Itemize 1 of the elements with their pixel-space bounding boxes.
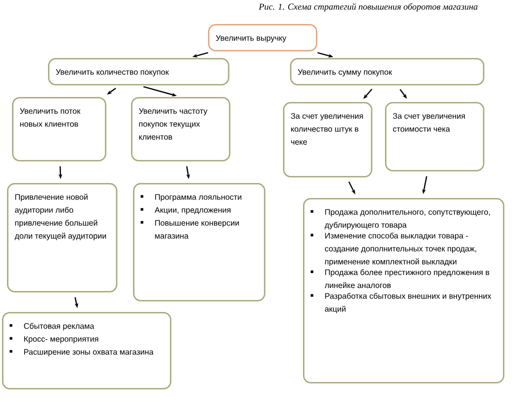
figure-title: Рис. 1. Схема стратегий повышения оборотов магазина — [258, 3, 478, 12]
